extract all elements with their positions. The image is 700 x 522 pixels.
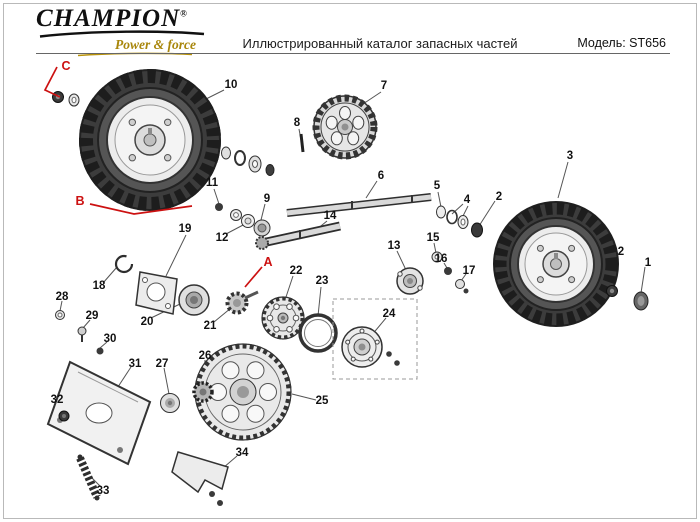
pinion-and-bearing [160,381,214,413]
logo-tagline: Power & force [115,37,196,52]
fasteners-top-left [52,91,80,107]
wheel-left [79,69,221,211]
champion-logo: CHAMPION® Power & force [36,6,216,57]
circlip [114,254,134,274]
header-divider [36,53,670,54]
small-pinion [225,290,259,315]
small-fasteners-mid [431,251,469,294]
logo-wordmark: CHAMPION® [36,5,188,32]
logo-swoosh [39,30,205,38]
hex-axle [286,193,432,217]
retainer-ring [298,313,338,353]
bearing-housing [178,284,210,316]
large-sprocket [194,343,292,441]
pin-8 [299,133,305,153]
sprocket-22 [261,296,305,340]
washer-stack-upper [221,146,275,176]
flange-bearing [396,267,424,295]
wheel-nut-and-cap [606,285,649,311]
model-label: Модель: ST656 [577,36,666,50]
bearing-bracket [135,271,178,315]
lock-nut [58,410,70,422]
bearing-washer-cluster [215,203,271,237]
drive-gear [312,94,378,160]
worm-shaft [255,221,341,250]
idler-bracket [171,451,229,506]
frame-weldment [46,360,152,466]
red-reference-marks [43,66,263,288]
page-title: Иллюстрированный каталог запасных частей [242,36,518,51]
washer-stack-right [436,205,483,238]
frame-fasteners [55,310,104,355]
tension-spring [76,454,101,501]
wheel-right [493,201,619,327]
registered-mark: ® [180,8,188,19]
friction-wheel-group [332,298,418,380]
